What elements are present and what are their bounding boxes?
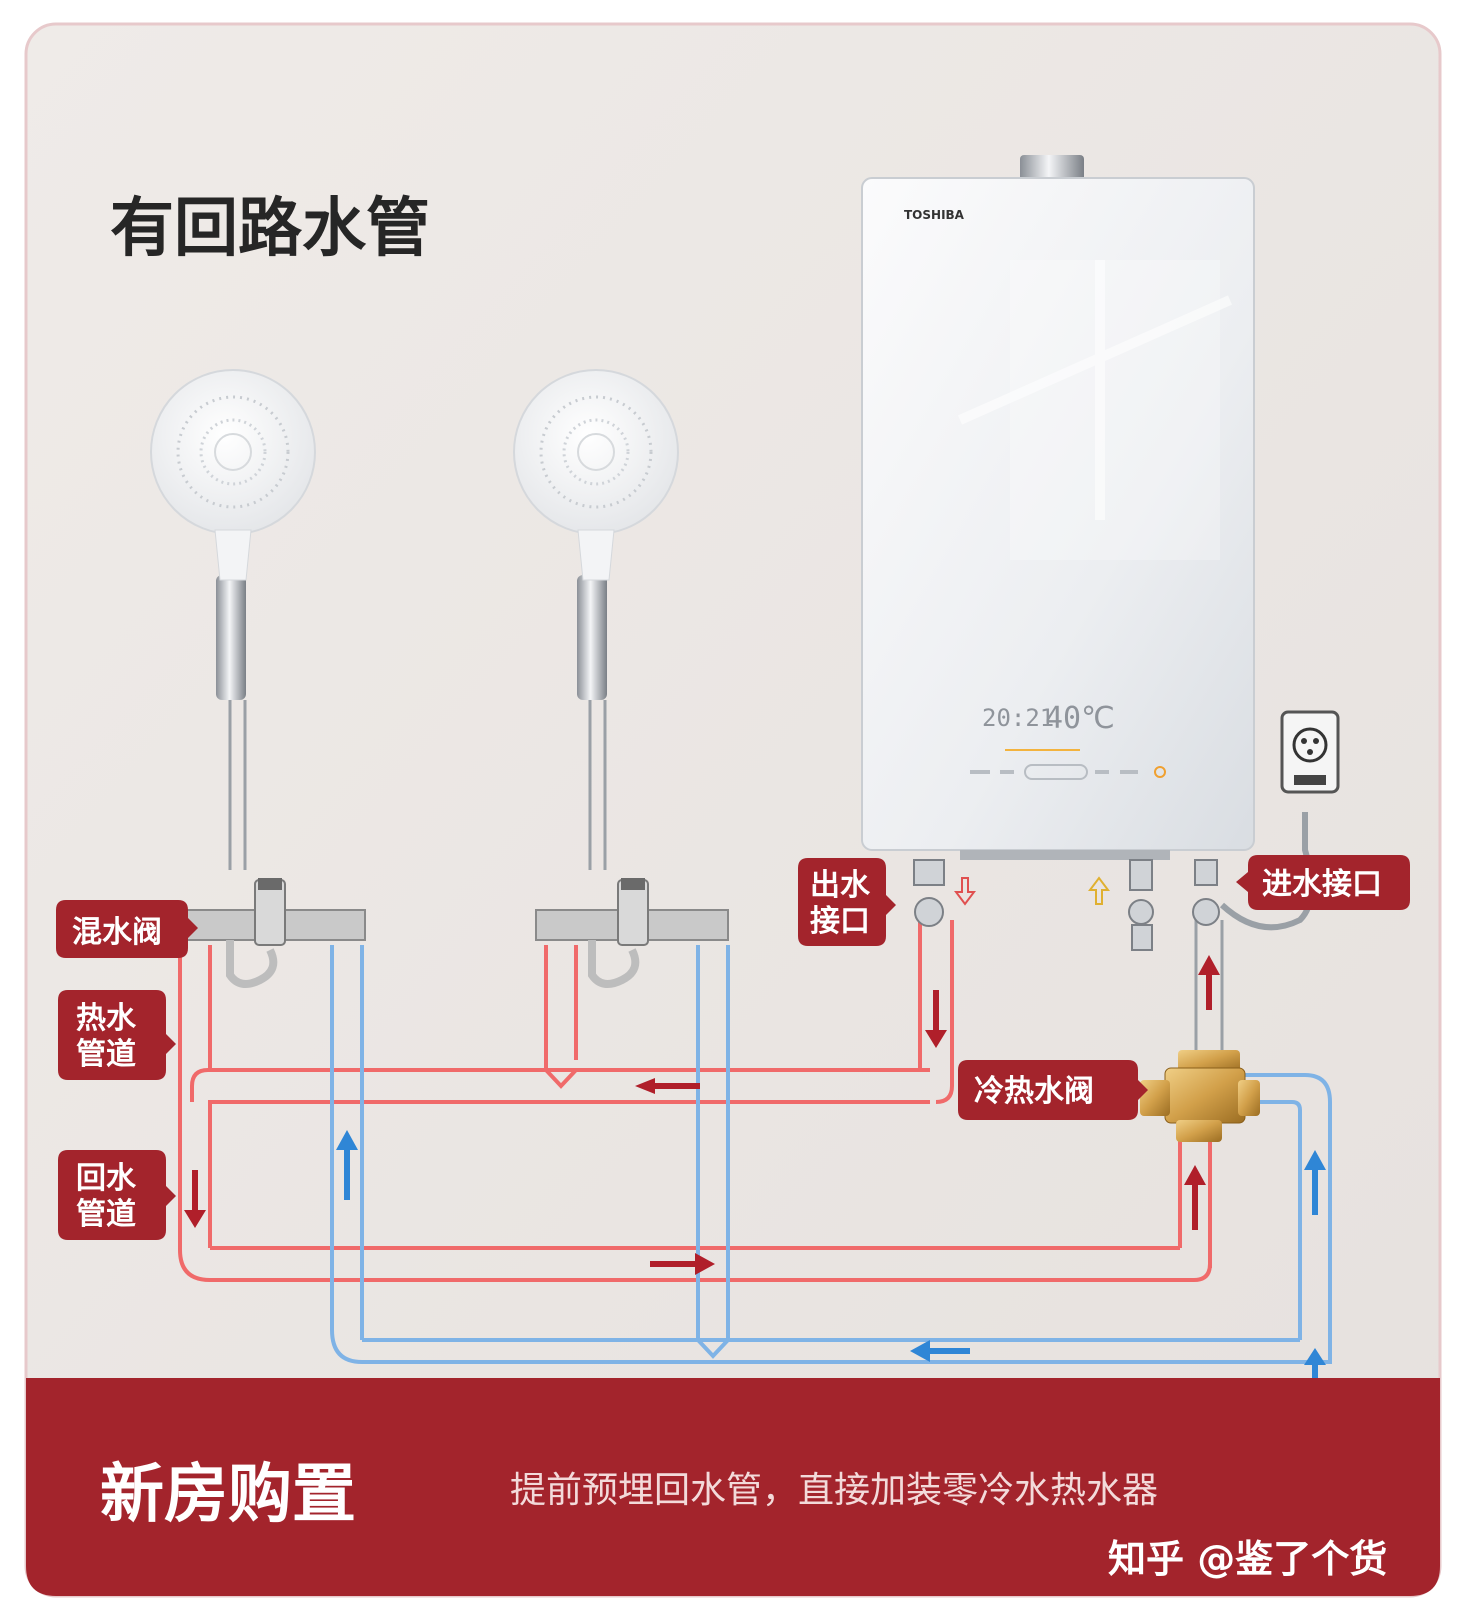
power-socket-icon xyxy=(1282,712,1338,792)
hot-pipe-label-line2: 管道 xyxy=(76,1037,136,1072)
shower-head-icon xyxy=(151,370,315,534)
diagram-title: 有回路水管 xyxy=(110,192,430,266)
heater-display-time: 20:21 xyxy=(982,704,1054,732)
heater-display-temp: 40℃ xyxy=(1045,701,1115,736)
return-pipe-label-line2: 管道 xyxy=(76,1197,136,1232)
label-outlet: 出水 接口 xyxy=(798,858,896,946)
label-hot-cold-valve: 冷热水阀 xyxy=(958,1060,1148,1120)
watermark: 知乎 @鉴了个货 xyxy=(1108,1537,1387,1581)
outlet-label-line2: 接口 xyxy=(810,904,870,939)
outlet-label-line1: 出水 xyxy=(810,868,871,903)
heater-brand: TOSHIBA xyxy=(904,208,965,222)
banner-heading: 新房购置 xyxy=(100,1458,356,1532)
label-inlet: 进水接口 xyxy=(1236,855,1410,910)
shower-handle xyxy=(577,575,607,700)
inlet-label: 进水接口 xyxy=(1262,867,1382,902)
shower-head-icon xyxy=(514,370,678,534)
water-heater-icon: TOSHIBA 20:21 40℃ xyxy=(862,155,1311,950)
mixing-valve-label: 混水阀 xyxy=(72,915,162,950)
hot-pipe-label-line1: 热水 xyxy=(76,1001,137,1036)
hot-cold-valve-label: 冷热水阀 xyxy=(974,1074,1094,1109)
label-mixing-valve: 混水阀 xyxy=(56,900,198,958)
label-hot-pipe: 热水 管道 xyxy=(58,990,176,1080)
banner-subtitle: 提前预埋回水管，直接加装零冷水热水器 xyxy=(510,1470,1158,1511)
label-return-pipe: 回水 管道 xyxy=(58,1150,176,1240)
return-pipe-label-line1: 回水 xyxy=(76,1161,137,1196)
shower-handle xyxy=(216,575,246,700)
